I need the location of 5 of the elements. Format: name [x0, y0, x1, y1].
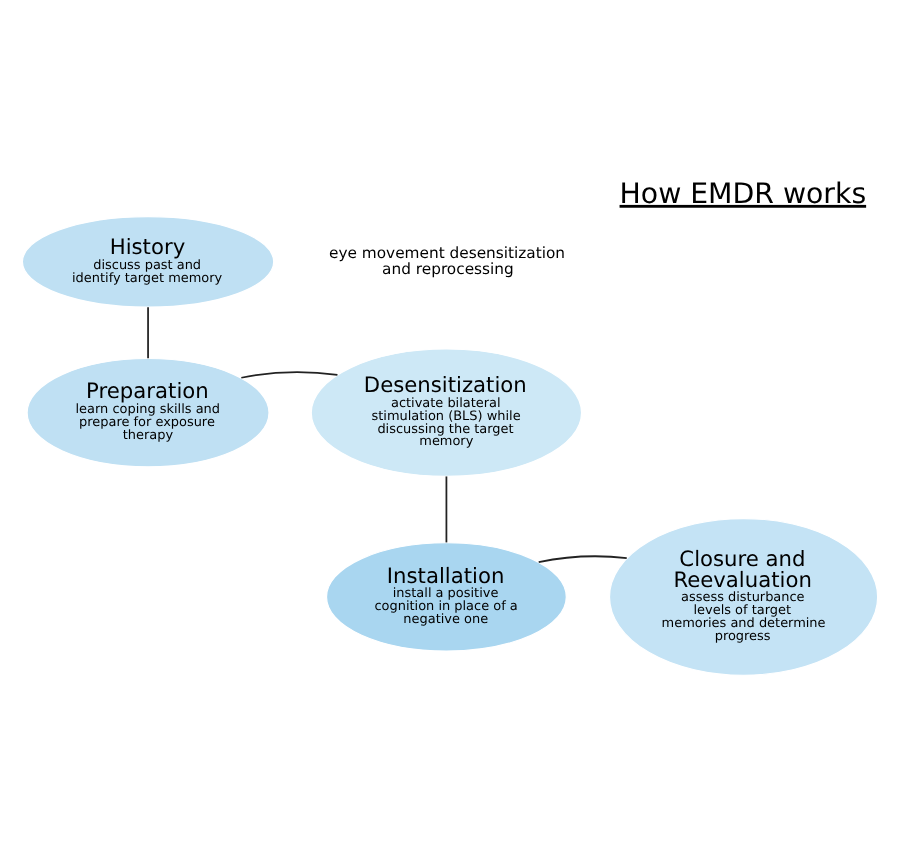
connector	[445, 474, 448, 543]
diagram-title: How EMDR works	[619, 177, 867, 210]
connector	[147, 305, 149, 359]
connector	[537, 554, 628, 562]
connector	[240, 370, 339, 378]
